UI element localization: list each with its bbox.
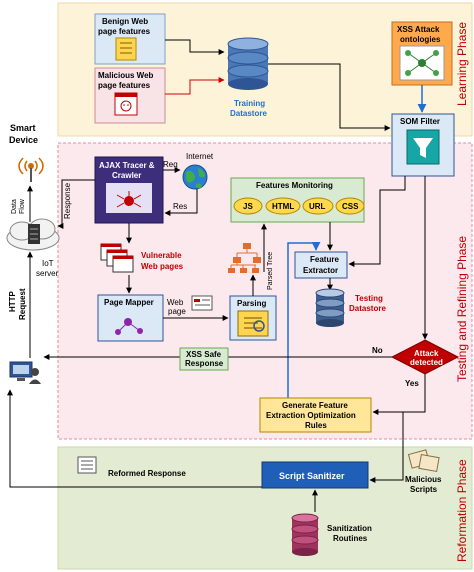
training-datastore-label-2: Datastore xyxy=(230,109,267,118)
smart-device-label-1: Smart xyxy=(10,123,36,133)
user-computer-icon xyxy=(9,361,41,384)
reformation-phase-label: Reformation Phase xyxy=(455,459,469,562)
testing-phase-label: Testing and Refining Phase xyxy=(455,236,469,382)
script-sanitizer-label: Script Sanitizer xyxy=(279,471,345,481)
crawler-spider-icon xyxy=(106,183,152,213)
datastore-to-som-arrow xyxy=(268,63,391,131)
data-flow-label-2: Flow xyxy=(19,198,26,214)
attack-detected-label-2: detected xyxy=(410,358,443,367)
vulnerable-label-1: Vulnerable xyxy=(141,251,182,260)
xss-ontologies-label-2: ontologies xyxy=(400,35,441,44)
vulnerable-pages-icon xyxy=(100,243,134,273)
iot-cloud-icon xyxy=(6,218,60,251)
malicious-page-icon xyxy=(114,92,138,116)
feature-extractor-label-2: Extractor xyxy=(303,266,338,275)
benign-label-1: Benign Web xyxy=(102,17,148,26)
sanitization-routines-icon xyxy=(291,513,319,556)
malicious-label-2: page features xyxy=(98,81,151,90)
yes-to-rules-arrow xyxy=(372,374,426,415)
response-arrow xyxy=(57,179,95,229)
rules-to-extractor-arrow xyxy=(287,241,321,405)
testing-datastore-icon xyxy=(315,288,345,327)
feature-html-label: HTML xyxy=(272,202,294,211)
features-monitoring-label: Features Monitoring xyxy=(256,181,333,190)
feature-extractor-label-1: Feature xyxy=(310,255,339,264)
xss-safe-label-2: Response xyxy=(185,359,224,368)
reformed-response-label: Reformed Response xyxy=(108,469,186,478)
no-label: No xyxy=(372,346,383,355)
ajax-label-2: Crawler xyxy=(112,171,141,180)
reformed-response-arrow xyxy=(7,389,262,488)
testing-datastore-label-2: Datastore xyxy=(349,304,386,313)
page-mapper-box xyxy=(97,294,164,342)
req-label: Req xyxy=(163,160,178,169)
feature-js xyxy=(233,197,263,215)
xss-safe-label-1: XSS Safe xyxy=(186,350,222,359)
smart-device-label-2: Device xyxy=(9,135,38,145)
testing-datastore-label-1: Testing xyxy=(355,294,383,303)
parsing-label: Parsing xyxy=(237,299,266,308)
web-page-label-1: Web xyxy=(167,298,184,307)
reformed-document-icon xyxy=(77,456,97,474)
feature-css-label: CSS xyxy=(342,202,359,211)
parsed-tree-icon xyxy=(228,243,261,273)
feature-js-label: JS xyxy=(243,202,253,211)
malicious-to-datastore-arrow xyxy=(165,77,225,95)
som-filter-icon xyxy=(406,129,440,165)
web-page-envelope-icon xyxy=(191,295,213,311)
feature-badges: JS HTML URL CSS xyxy=(233,197,365,215)
generate-rules-box xyxy=(259,397,372,433)
benign-to-datastore-arrow xyxy=(165,39,225,55)
generate-rules-label-2: Extraction Optimization xyxy=(266,411,356,420)
http-request-label-1: HTTP xyxy=(8,290,17,312)
decision-to-sanitizer-arrow xyxy=(369,412,404,483)
feature-extractor-box xyxy=(294,251,348,279)
response-label: Response xyxy=(63,182,72,219)
iot-server-label-1: IoT xyxy=(42,259,54,268)
feature-url-label: URL xyxy=(309,202,326,211)
data-flow-label-1: Data xyxy=(11,199,18,214)
iot-server-label-2: server xyxy=(36,269,59,278)
malicious-scripts-label-1: Malicious xyxy=(405,475,442,484)
http-request-label-2: Request xyxy=(18,288,27,320)
som-filter-label: SOM Filter xyxy=(400,117,440,126)
training-datastore-icon xyxy=(227,37,269,90)
generate-rules-label-3: Rules xyxy=(305,421,327,430)
res-label: Res xyxy=(173,202,187,211)
yes-label: Yes xyxy=(405,379,419,388)
xss-ontologies-label-1: XSS Attack xyxy=(397,25,440,34)
feature-css xyxy=(335,197,365,215)
document-icon xyxy=(115,37,137,61)
learning-phase-label: Learning Phase xyxy=(455,22,469,106)
web-page-label-2: page xyxy=(168,307,186,316)
som-to-extractor-arrow xyxy=(348,176,406,267)
antenna-icon xyxy=(18,157,44,182)
page-mapper-label: Page Mapper xyxy=(104,298,154,307)
benign-label-2: page features xyxy=(98,27,151,36)
internet-label: Internet xyxy=(186,152,214,161)
mapper-pin-icon xyxy=(115,318,143,335)
ontology-graph-icon xyxy=(399,45,445,81)
feature-html xyxy=(265,197,301,215)
res-arrow xyxy=(164,189,198,216)
xss-safe-response-box xyxy=(179,347,229,371)
vulnerable-label-2: Web pages xyxy=(141,262,184,271)
malicious-scripts-label-2: Scripts xyxy=(410,485,438,494)
sanitization-routines-label-1: Sanitization xyxy=(327,524,372,533)
sanitization-routines-label-2: Routines xyxy=(333,534,368,543)
script-sanitizer-box xyxy=(261,461,369,489)
malicious-label-1: Malicious Web xyxy=(98,71,154,80)
ajax-label-1: AJAX Tracer & xyxy=(99,161,155,170)
feature-url xyxy=(302,197,334,215)
parsing-icon xyxy=(237,310,269,337)
malicious-scripts-icon xyxy=(407,449,440,473)
attack-detected-label-1: Attack xyxy=(414,349,439,358)
training-datastore-label-1: Training xyxy=(234,99,265,108)
globe-icon xyxy=(182,164,208,190)
parsed-tree-label: Parsed Tree xyxy=(267,252,274,290)
generate-rules-label-1: Generate Feature xyxy=(282,401,348,410)
